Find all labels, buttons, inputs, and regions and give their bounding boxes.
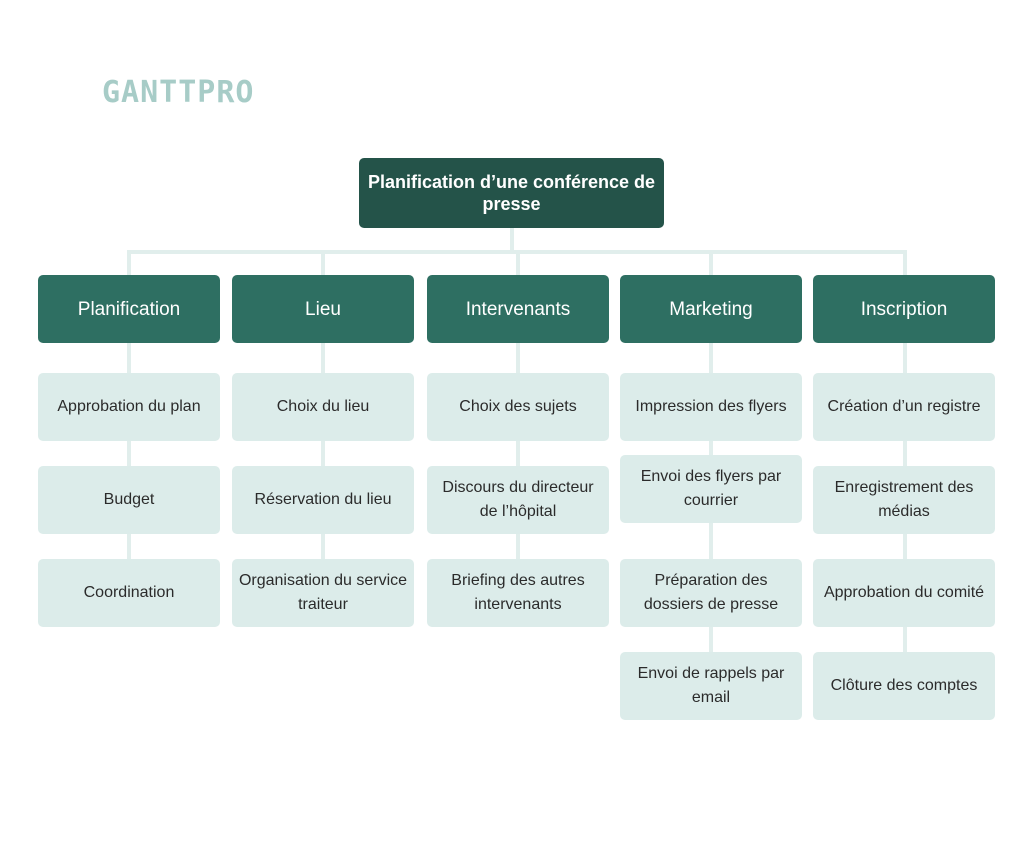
root-node: Planification d’une conférence de presse: [359, 158, 664, 228]
connector-root-down: [510, 228, 514, 252]
task-node: Coordination: [38, 559, 220, 627]
task-label: Préparation des dossiers de presse: [643, 572, 779, 613]
connector-col4-down: [709, 250, 713, 275]
category-lieu: Lieu: [232, 275, 414, 343]
connector-col2-down: [321, 250, 325, 275]
task-label: Briefing des autres intervenants: [451, 572, 585, 613]
task-label: Choix des sujets: [459, 398, 577, 415]
task-label: Réservation du lieu: [254, 491, 392, 508]
connector-col3-tasks: [516, 343, 520, 559]
category-label: Marketing: [669, 298, 753, 320]
task-label: Approbation du plan: [57, 398, 201, 415]
task-label: Approbation du comité: [823, 584, 985, 601]
task-node: Enregistrement des médias: [813, 466, 995, 534]
task-label: Envoi des flyers par courrier: [640, 468, 782, 509]
task-node: Envoi des flyers par courrier: [620, 455, 802, 523]
task-label: Coordination: [83, 584, 175, 601]
category-label: Lieu: [305, 298, 341, 320]
task-node: Budget: [38, 466, 220, 534]
task-node: Clôture des comptes: [813, 652, 995, 720]
connector-col1-down: [127, 250, 131, 275]
task-node: Briefing des autres intervenants: [427, 559, 609, 627]
task-label: Organisation du service traiteur: [238, 572, 408, 613]
task-label: Discours du directeur de l’hôpital: [442, 479, 594, 520]
task-node: Envoi de rappels par email: [620, 652, 802, 720]
task-node: Approbation du plan: [38, 373, 220, 441]
task-node: Discours du directeur de l’hôpital: [427, 466, 609, 534]
category-intervenants: Intervenants: [427, 275, 609, 343]
connector-col5-down: [903, 250, 907, 275]
task-node: Impression des flyers: [620, 373, 802, 441]
task-node: Organisation du service traiteur: [232, 559, 414, 627]
task-label: Clôture des comptes: [830, 677, 978, 694]
category-label: Intervenants: [465, 298, 571, 320]
category-label: Inscription: [860, 298, 948, 320]
category-inscription: Inscription: [813, 275, 995, 343]
task-label: Choix du lieu: [276, 398, 370, 415]
task-label: Budget: [103, 491, 155, 508]
task-label: Envoi de rappels par email: [637, 665, 785, 706]
task-node: Approbation du comité: [813, 559, 995, 627]
task-node: Choix des sujets: [427, 373, 609, 441]
task-node: Création d’un registre: [813, 373, 995, 441]
task-node: Préparation des dossiers de presse: [620, 559, 802, 627]
task-node: Choix du lieu: [232, 373, 414, 441]
category-marketing: Marketing: [620, 275, 802, 343]
ganttpro-logo: GANTTPRO: [102, 75, 255, 110]
task-label: Impression des flyers: [635, 398, 787, 415]
task-node: Réservation du lieu: [232, 466, 414, 534]
category-label: Planification: [77, 298, 181, 320]
connector-col1-tasks: [127, 343, 131, 559]
task-label: Enregistrement des médias: [834, 479, 974, 520]
connector-col2-tasks: [321, 343, 325, 559]
task-label: Création d’un registre: [827, 398, 981, 415]
category-planification: Planification: [38, 275, 220, 343]
connector-col3-down: [516, 250, 520, 275]
root-node-label: Planification d’une conférence de presse: [367, 172, 656, 214]
